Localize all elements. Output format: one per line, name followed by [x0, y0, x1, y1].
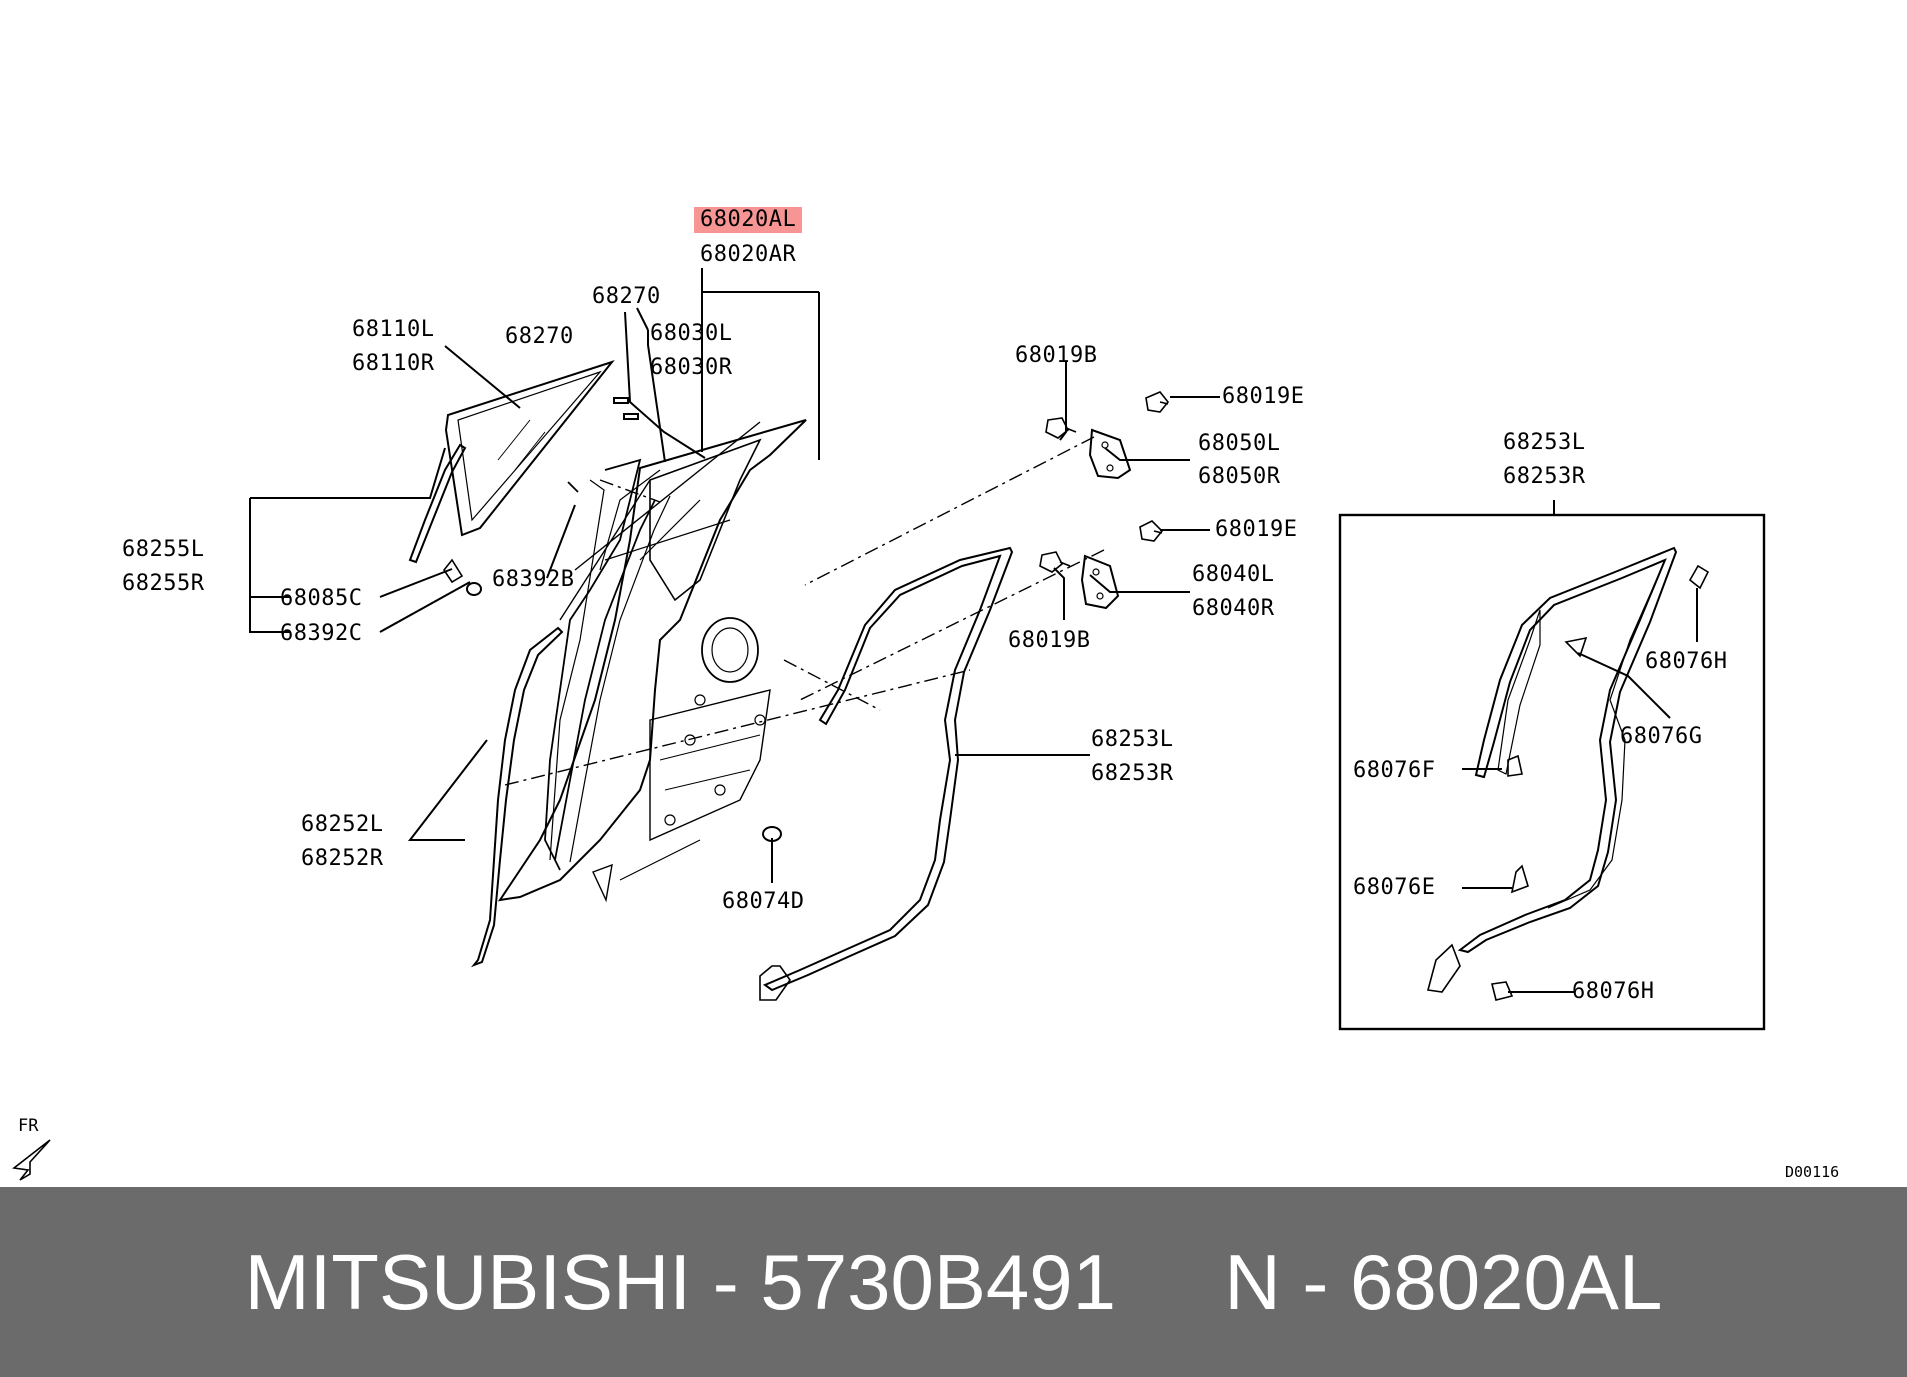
part-label-68255l[interactable]: 68255L — [122, 537, 205, 562]
part-label-68020al[interactable]: 68020AL — [694, 207, 803, 233]
footer-banner: MITSUBISHI - 5730B491 N - 68020AL — [0, 1187, 1907, 1377]
weatherstrip-68253 — [759, 546, 1014, 1001]
part-label-68085c[interactable]: 68085C — [280, 586, 363, 611]
quarter-glass — [444, 360, 615, 537]
part-label-68076g[interactable]: 68076G — [1620, 724, 1703, 749]
part-label-68392c[interactable]: 68392C — [280, 621, 363, 646]
part-label-68019e-mid[interactable]: 68019E — [1215, 517, 1298, 542]
part-label-68270-a[interactable]: 68270 — [592, 284, 661, 309]
part-label-68074d[interactable]: 68074D — [722, 889, 805, 914]
part-label-68110l[interactable]: 68110L — [352, 317, 435, 342]
weatherstrip-68252 — [470, 626, 564, 968]
leader-lines — [249, 268, 1698, 993]
clips-68270 — [613, 397, 639, 420]
footer-part-number: MITSUBISHI - 5730B491 N - 68020AL — [244, 1237, 1663, 1326]
hinge-lower-68040 — [1080, 554, 1120, 610]
part-label-68076f[interactable]: 68076F — [1353, 758, 1436, 783]
part-label-68076h-top[interactable]: 68076H — [1645, 649, 1728, 674]
part-label-68030r[interactable]: 68030R — [650, 355, 733, 380]
part-label-68050r[interactable]: 68050R — [1198, 464, 1281, 489]
inset-clips — [1491, 564, 1710, 1001]
part-label-68076e[interactable]: 68076E — [1353, 875, 1436, 900]
part-label-68019b-top[interactable]: 68019B — [1015, 343, 1098, 368]
channel-strip-68255 — [408, 443, 579, 596]
part-label-68030l[interactable]: 68030L — [650, 321, 733, 346]
door-panel — [497, 419, 807, 903]
inset-box — [1338, 513, 1766, 1031]
inset-weatherstrip — [1426, 546, 1678, 993]
door-sash-frame — [554, 495, 671, 863]
part-label-68020ar[interactable]: 68020AR — [700, 242, 797, 267]
part-label-68050l[interactable]: 68050L — [1198, 431, 1281, 456]
alignment-lines — [504, 436, 1105, 786]
part-label-68252r[interactable]: 68252R — [301, 846, 384, 871]
fr-label: FR — [18, 1116, 39, 1136]
bolts — [1039, 391, 1170, 573]
part-label-68255r[interactable]: 68255R — [122, 571, 205, 596]
part-label-68019b-mid[interactable]: 68019B — [1008, 628, 1091, 653]
part-label-68253l[interactable]: 68253L — [1091, 727, 1174, 752]
part-label-68253r[interactable]: 68253R — [1091, 761, 1174, 786]
part-label-68253l-box[interactable]: 68253L — [1503, 430, 1586, 455]
part-label-68110r[interactable]: 68110R — [352, 351, 435, 376]
part-label-68253r-box[interactable]: 68253R — [1503, 464, 1586, 489]
fr-arrow-icon — [12, 1139, 51, 1181]
part-label-68270-b[interactable]: 68270 — [505, 324, 574, 349]
part-label-68040l[interactable]: 68040L — [1192, 562, 1275, 587]
part-label-68252l[interactable]: 68252L — [301, 812, 384, 837]
part-label-68392b[interactable]: 68392B — [492, 567, 575, 592]
part-label-68076h-bot[interactable]: 68076H — [1572, 979, 1655, 1004]
diagram-code: D00116 — [1785, 1163, 1840, 1181]
part-label-68019e-top[interactable]: 68019E — [1222, 384, 1305, 409]
plug-68074d — [762, 826, 782, 842]
part-label-68040r[interactable]: 68040R — [1192, 596, 1275, 621]
hinge-upper-68050 — [1088, 428, 1132, 480]
